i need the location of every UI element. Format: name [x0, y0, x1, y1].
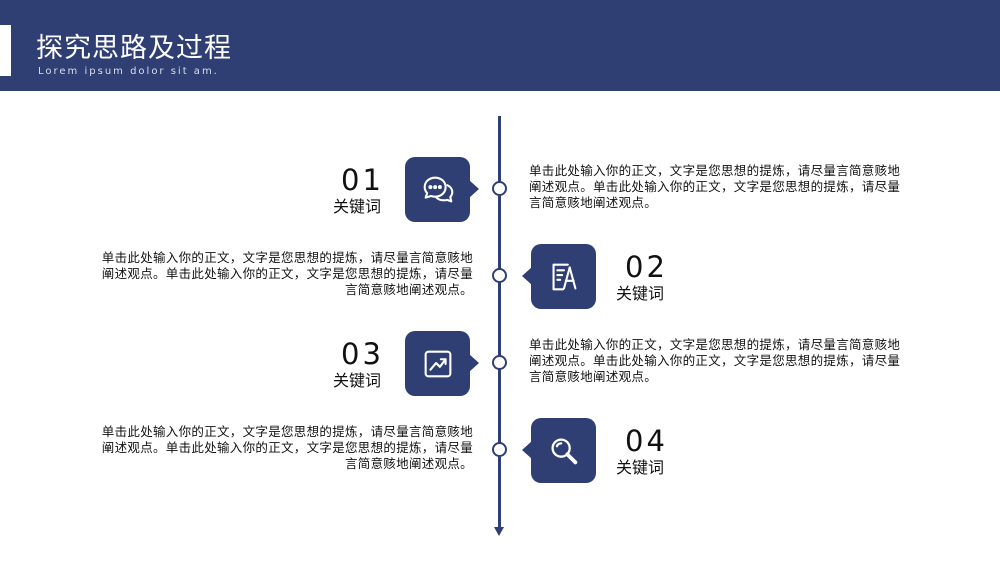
header-bar: 探究思路及过程 Lorem ipsum dolor sit am.	[0, 0, 1000, 91]
step-1-text[interactable]: 单击此处输入你的正文，文字是您思想的提炼，请尽量言简意赅地阐述观点。单击此处输入…	[529, 163, 901, 210]
step-4-text[interactable]: 单击此处输入你的正文，文字是您思想的提炼，请尽量言简意赅地阐述观点。单击此处输入…	[101, 424, 473, 471]
timeline-dot-4	[492, 442, 507, 457]
timeline-dot-2	[492, 268, 507, 283]
step-3-pointer	[469, 354, 479, 372]
edit-document-icon	[552, 263, 576, 290]
step-4-number[interactable]: 04	[625, 424, 668, 458]
step-4-keyword[interactable]: 关键词	[616, 458, 665, 477]
timeline-dot-3	[492, 355, 507, 370]
header-accent-bar	[0, 25, 11, 76]
step-3-number[interactable]: 03	[341, 337, 384, 371]
step-4-icon-box[interactable]	[522, 418, 596, 483]
timeline-arrow-icon	[494, 527, 504, 536]
step-3-keyword[interactable]: 关键词	[333, 371, 382, 390]
step-3-icon-box[interactable]	[405, 331, 479, 396]
step-1-icon-box[interactable]	[405, 157, 479, 222]
page-title[interactable]: 探究思路及过程	[36, 33, 232, 64]
step-4-pointer	[522, 441, 532, 459]
step-2-keyword[interactable]: 关键词	[616, 284, 665, 303]
step-1-pointer	[469, 180, 479, 198]
step-1-number[interactable]: 01	[341, 163, 384, 197]
trend-chart-icon	[424, 350, 451, 377]
timeline-dot-1	[492, 181, 507, 196]
step-2-text[interactable]: 单击此处输入你的正文，文字是您思想的提炼，请尽量言简意赅地阐述观点。单击此处输入…	[101, 250, 473, 297]
step-2-icon-box[interactable]	[522, 244, 596, 309]
step-2-pointer	[522, 267, 532, 285]
timeline-line	[498, 116, 501, 530]
step-3-text[interactable]: 单击此处输入你的正文，文字是您思想的提炼，请尽量言简意赅地阐述观点。单击此处输入…	[529, 337, 901, 384]
page-subtitle[interactable]: Lorem ipsum dolor sit am.	[38, 66, 219, 77]
magnifier-icon	[550, 437, 577, 464]
step-1-keyword[interactable]: 关键词	[333, 197, 382, 216]
step-2-number[interactable]: 02	[625, 250, 668, 284]
chat-bubbles-icon	[423, 176, 453, 202]
